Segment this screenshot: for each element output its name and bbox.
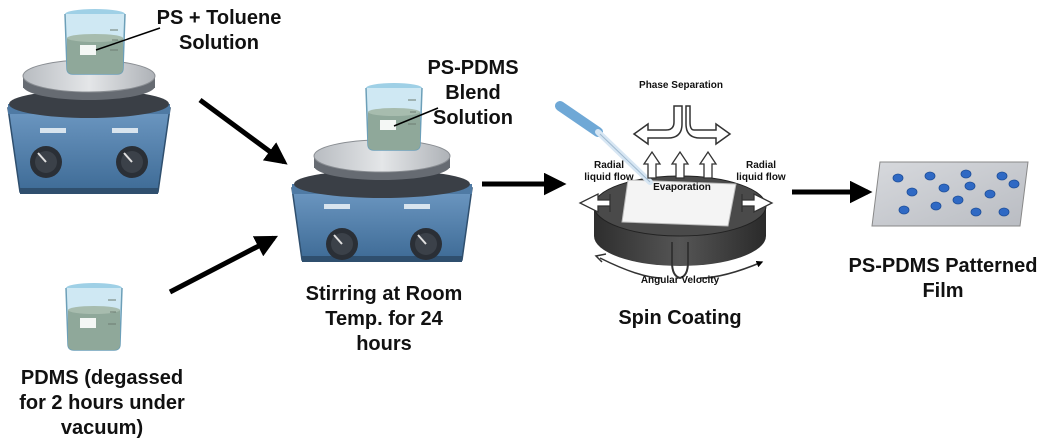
label-evaporation: Evaporation [653,182,711,193]
label-radial-flow-left: Radial liquid flow [584,160,634,183]
beaker-icon [65,283,123,351]
phase-separation-arrow-icon [632,105,732,146]
label-spin-coating: Spin Coating [618,307,742,329]
radial-flow-arrow-icon [578,192,611,214]
radial-flow-arrow-icon [741,192,774,214]
pipette-icon [555,101,653,185]
label-phase-separation: Phase Separation [639,80,723,91]
evaporation-arrow-icon [642,150,718,179]
label-patterned-film: PS-PDMS Patterned Film [848,255,1038,302]
angular-velocity-arrow-icon [599,257,663,279]
hotplate-stirrer-icon [291,139,473,262]
hotplate-stirrer-icon [7,59,171,194]
angular-velocity-arrow-icon [699,260,764,279]
label-ps-toluene-solution: PS + Toluene Solution [156,7,282,54]
label-stirring: Stirring at Room Temp. for 24 hours [305,283,463,355]
beaker-icon [64,9,126,75]
knob-icon [116,146,148,178]
beaker-icon [365,83,423,151]
label-ps-pdms-blend-solution: PS-PDMS Blend Solution [427,57,519,129]
label-pdms-degassed: PDMS (degassed for 2 hours under vacuum) [19,367,185,439]
callout-line [393,107,439,127]
knob-icon [410,228,442,260]
dot-pattern [892,169,1020,217]
label-radial-flow-right: Radial liquid flow [736,160,786,183]
callout-line [95,27,161,51]
patterned-film [871,161,1029,227]
knob-icon [30,146,62,178]
spin-coater-disk-icon [593,175,767,280]
knob-icon [326,228,358,260]
substrate [621,179,737,227]
arrow-icon [198,97,288,165]
arrow-icon [168,235,278,295]
label-angular-velocity: Angular Velocity [640,275,720,286]
